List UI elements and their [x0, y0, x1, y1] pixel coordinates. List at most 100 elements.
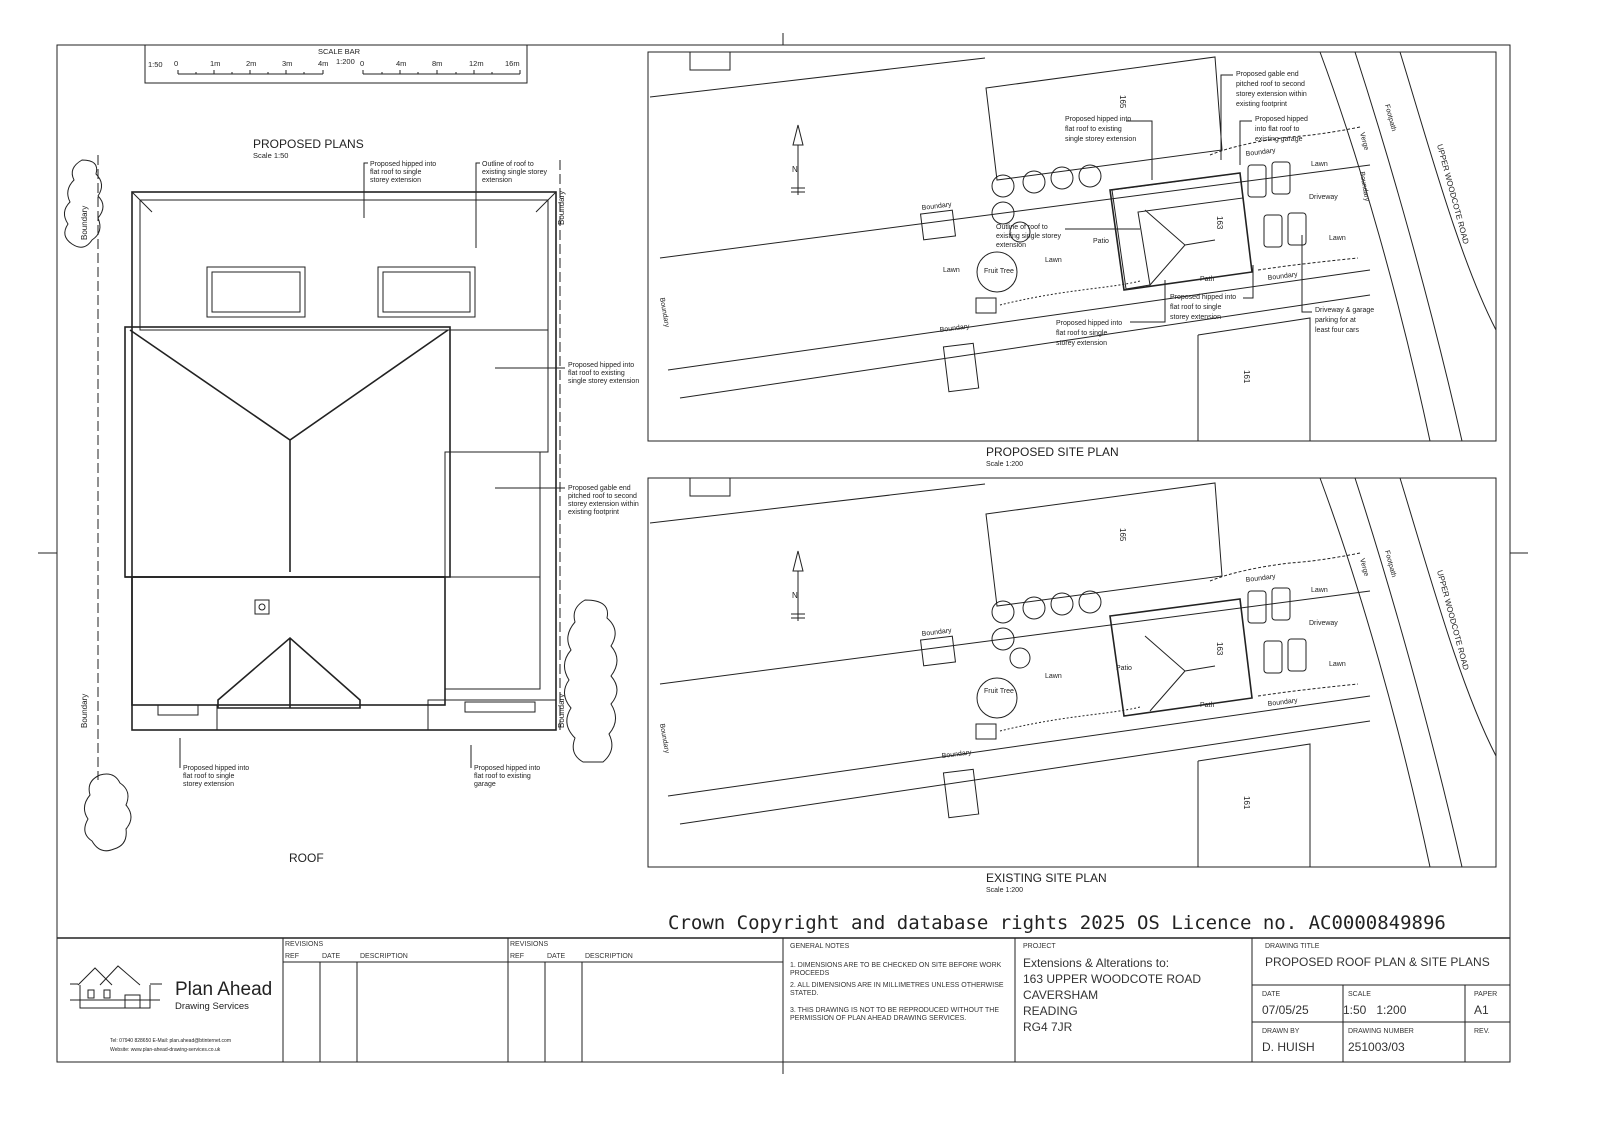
roof-caption: ROOF — [289, 851, 324, 865]
north-symbol: N — [792, 165, 798, 174]
label: into flat roof to — [1255, 126, 1299, 133]
note-hipped-existing: Proposed hipped into flat roof to existi… — [495, 362, 639, 385]
label: 161 — [1242, 796, 1251, 810]
label: Lawn — [1311, 587, 1328, 594]
label: storey extension — [370, 177, 421, 184]
label: REVISIONS — [285, 941, 323, 948]
tick-label: 0 — [360, 59, 364, 68]
revisions-table-1: REVISIONS REF DATE DESCRIPTION — [285, 941, 408, 960]
label: least four cars — [1315, 327, 1359, 334]
label: READING — [1023, 1004, 1078, 1018]
flat-roof-hatched — [449, 329, 549, 453]
site-note-gable-end: Proposed gable end pitched roof to secon… — [1220, 71, 1307, 160]
label: Proposed hipped into — [568, 362, 634, 369]
label: Footpath — [1383, 104, 1397, 133]
label: flat roof to single — [1170, 304, 1221, 311]
label: existing single storey — [996, 233, 1061, 240]
general-notes: GENERAL NOTES 1. DIMENSIONS ARE TO BE CH… — [790, 943, 1004, 1022]
label: flat roof to single — [183, 773, 234, 780]
label: PAPER — [1474, 991, 1497, 998]
label: 161 — [1242, 370, 1251, 384]
site-note-parking: Driveway & garage parking for at least f… — [1301, 235, 1374, 334]
tick-label: 12m — [469, 59, 484, 68]
label: Fruit Tree — [984, 688, 1014, 695]
note-outline-existing: Outline of roof to existing single store… — [475, 161, 547, 248]
label: Verge — [1358, 132, 1370, 152]
label: PROCEEDS — [790, 970, 830, 977]
label: Boundary — [1267, 271, 1298, 282]
label: Boundary — [941, 749, 972, 760]
label: Proposed hipped into — [370, 161, 436, 168]
label: flat roof to single — [370, 169, 421, 176]
label: Boundary — [1267, 697, 1298, 708]
label: existing footprint — [1236, 101, 1287, 108]
label: storey extension — [1056, 340, 1107, 347]
label: Boundary — [921, 627, 952, 638]
label: Outline of roof to — [482, 161, 534, 168]
label: 3. THIS DRAWING IS NOT TO BE REPRODUCED … — [790, 1007, 999, 1014]
tick-label: 4m — [318, 59, 328, 68]
rooflight — [206, 266, 306, 318]
label: pitched roof to second — [1236, 81, 1305, 88]
paper-size: A1 — [1474, 1003, 1489, 1017]
label: 163 UPPER WOODCOTE ROAD — [1023, 972, 1201, 986]
note-gable-end: Proposed gable end pitched roof to secon… — [495, 485, 639, 516]
tick-label: 16m — [505, 59, 520, 68]
label: DATE — [322, 953, 340, 960]
label: Lawn — [943, 267, 960, 274]
tree-outline — [84, 773, 132, 852]
north-symbol: N — [792, 591, 798, 600]
label: pitched roof to second — [568, 493, 637, 500]
gable-roof-tiles — [444, 451, 541, 578]
label: single storey extension — [568, 378, 639, 385]
site-note-outline: Outline of roof to existing single store… — [996, 224, 1140, 249]
label: Driveway — [1309, 620, 1338, 627]
drawing-title: PROPOSED ROOF PLAN & SITE PLANS — [1265, 955, 1490, 969]
tick-label: 4m — [396, 59, 406, 68]
house-163 — [1109, 172, 1253, 291]
company-name: Plan Ahead — [175, 979, 272, 1000]
north-arrow — [791, 124, 805, 195]
existing-site-plan: 165 163 161 UPPER WOODCOTE ROAD Footpath… — [658, 528, 1470, 894]
label: Driveway — [1309, 194, 1338, 201]
drawn-by: D. HUISH — [1262, 1040, 1315, 1054]
roof-plan-title: PROPOSED PLANS — [253, 137, 364, 151]
revisions-table-2: REVISIONS REF DATE DESCRIPTION — [510, 941, 633, 960]
label: RG4 7JR — [1023, 1020, 1073, 1034]
scale-bar: SCALE BAR 1:50 0 1m 2m 3m 4m 1:200 0 4m … — [144, 44, 528, 84]
label: STATED. — [790, 990, 819, 997]
label: flat roof to single — [1056, 330, 1107, 337]
roof-outline — [131, 191, 557, 731]
chimney — [254, 599, 270, 615]
label: extension — [996, 242, 1026, 249]
label: SCALE — [1348, 991, 1371, 998]
label: existing footprint — [568, 509, 619, 516]
tree-outline — [564, 599, 618, 763]
building-165 — [985, 56, 1223, 181]
building-161 — [1197, 317, 1311, 441]
label: parking for at — [1315, 317, 1356, 324]
site-note-hipped-existing: Proposed hipped into flat roof to existi… — [1065, 116, 1153, 180]
drawing-date: 07/05/25 — [1262, 1003, 1309, 1017]
label: Lawn — [1311, 161, 1328, 168]
main-pitched-roof — [124, 326, 451, 578]
label: DESCRIPTION — [585, 953, 633, 960]
label: Patio — [1093, 238, 1109, 245]
title-block: Plan Ahead Drawing Services Tel: 07940 8… — [57, 937, 1510, 1062]
label: PROJECT — [1023, 943, 1056, 950]
drawing-number: 251003/03 — [1348, 1040, 1405, 1054]
tick-label: 3m — [282, 59, 292, 68]
label: Proposed hipped into — [1170, 294, 1236, 301]
scale-2-label: 1:200 — [336, 57, 355, 66]
site-note-hipped-single-a: Proposed hipped into flat roof to single… — [1056, 280, 1166, 347]
label: CAVERSHAM — [1023, 988, 1098, 1002]
label: 2. ALL DIMENSIONS ARE IN MILLIMETRES UNL… — [790, 982, 1004, 989]
boundary-label: Boundary — [557, 694, 566, 728]
label: 163 — [1215, 642, 1224, 656]
label: Boundary — [1245, 147, 1276, 158]
label: Proposed hipped into — [1056, 320, 1122, 327]
company-subtitle: Drawing Services — [175, 1001, 249, 1012]
label: Verge — [1358, 558, 1370, 578]
tick-label: 2m — [246, 59, 256, 68]
